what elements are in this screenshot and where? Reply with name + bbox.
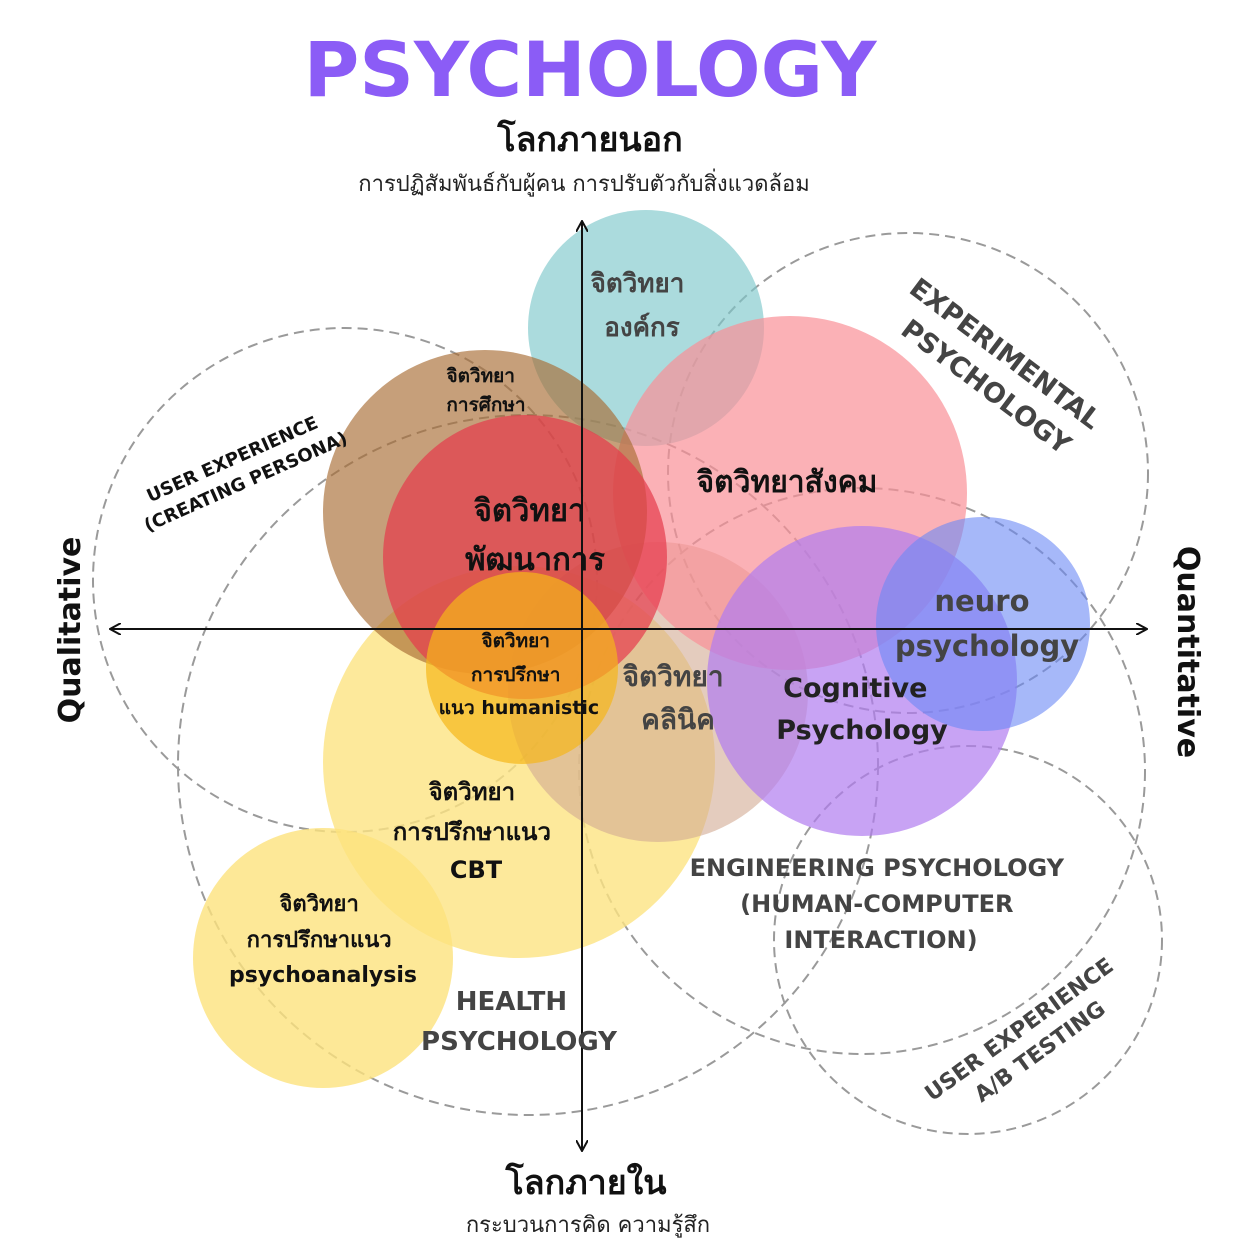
top-axis-sub: การปฏิสัมพันธ์กับผู้คน การปรับตัวกับสิ่ง…	[358, 168, 809, 197]
label-clinical: จิตวิทยา คลินิค	[622, 660, 733, 736]
left-axis-label: Qualitative	[53, 537, 88, 724]
label-cbt: จิตวิทยา การปรึกษาแนว CBT	[393, 778, 560, 884]
label-psychoanalysis: จิตวิทยา การปรึกษาแนว psychoanalysis	[229, 892, 417, 988]
label-engineering: ENGINEERING PSYCHOLOGY (HUMAN-COMPUTER I…	[690, 854, 1073, 954]
label-social: จิตวิทยาสังคม	[696, 465, 877, 500]
label-neuro: neuro psychology	[895, 584, 1079, 663]
label-developmental: จิตวิทยา พัฒนาการ	[465, 493, 605, 578]
label-organizational: จิตวิทยา องค์กร	[591, 269, 694, 343]
top-axis-label: โลกภายนอก	[496, 119, 682, 160]
label-educational: จิตวิทยา การศึกษา	[446, 365, 525, 416]
right-axis-label: Quantitative	[1170, 546, 1205, 758]
label-cognitive: Cognitive Psychology	[776, 673, 948, 746]
label-ux-ab: USER EXPERIENCE A/B TESTING	[921, 949, 1143, 1131]
bottom-axis-sub: กระบวนการคิด ความรู้สึก	[466, 1213, 710, 1238]
label-humanistic: จิตวิทยา การปรึกษา แนว humanistic	[439, 630, 599, 719]
label-health: HEALTH PSYCHOLOGY	[421, 987, 618, 1057]
page-title: PSYCHOLOGY	[304, 25, 878, 114]
circle-humanistic	[426, 572, 618, 764]
bottom-axis-label: โลกภายใน	[505, 1162, 667, 1203]
circle-psychoanalysis	[193, 828, 453, 1088]
label-ux-persona: USER EXPERIENCE (CREATING PERSONA)	[131, 404, 351, 536]
